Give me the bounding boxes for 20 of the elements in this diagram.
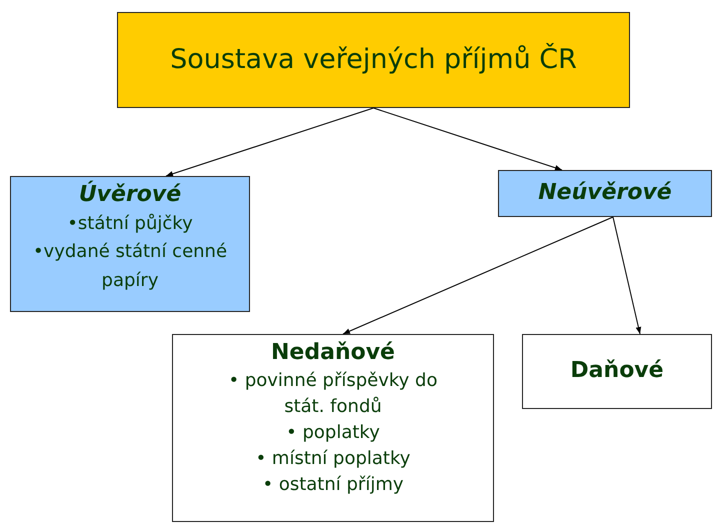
arrow — [612, 216, 642, 334]
box-heading: Soustava veřejných příjmů ČR — [170, 42, 577, 78]
list-item: •státní půjčky — [67, 212, 193, 236]
arrow — [373, 108, 562, 170]
list-item: • ostatní příjmy — [262, 472, 404, 497]
box-heading: Daňové — [570, 357, 664, 386]
box-heading: Nedaňové — [271, 339, 395, 367]
title-box — [117, 12, 630, 108]
category-box — [498, 170, 712, 217]
arrow — [166, 108, 374, 176]
list-item: • místní poplatky — [256, 446, 410, 471]
arrow — [342, 216, 614, 334]
list-item: • poplatky — [286, 420, 380, 445]
category-box — [172, 334, 494, 522]
box-heading: Neúvěrové — [538, 179, 672, 208]
list-item: •vydané státní cenné papíry — [32, 240, 228, 294]
category-box — [10, 176, 250, 312]
box-heading: Úvěrové — [78, 181, 182, 209]
category-box — [522, 334, 712, 409]
list-item: • povinné příspěvky do stát. fondů — [228, 368, 438, 419]
